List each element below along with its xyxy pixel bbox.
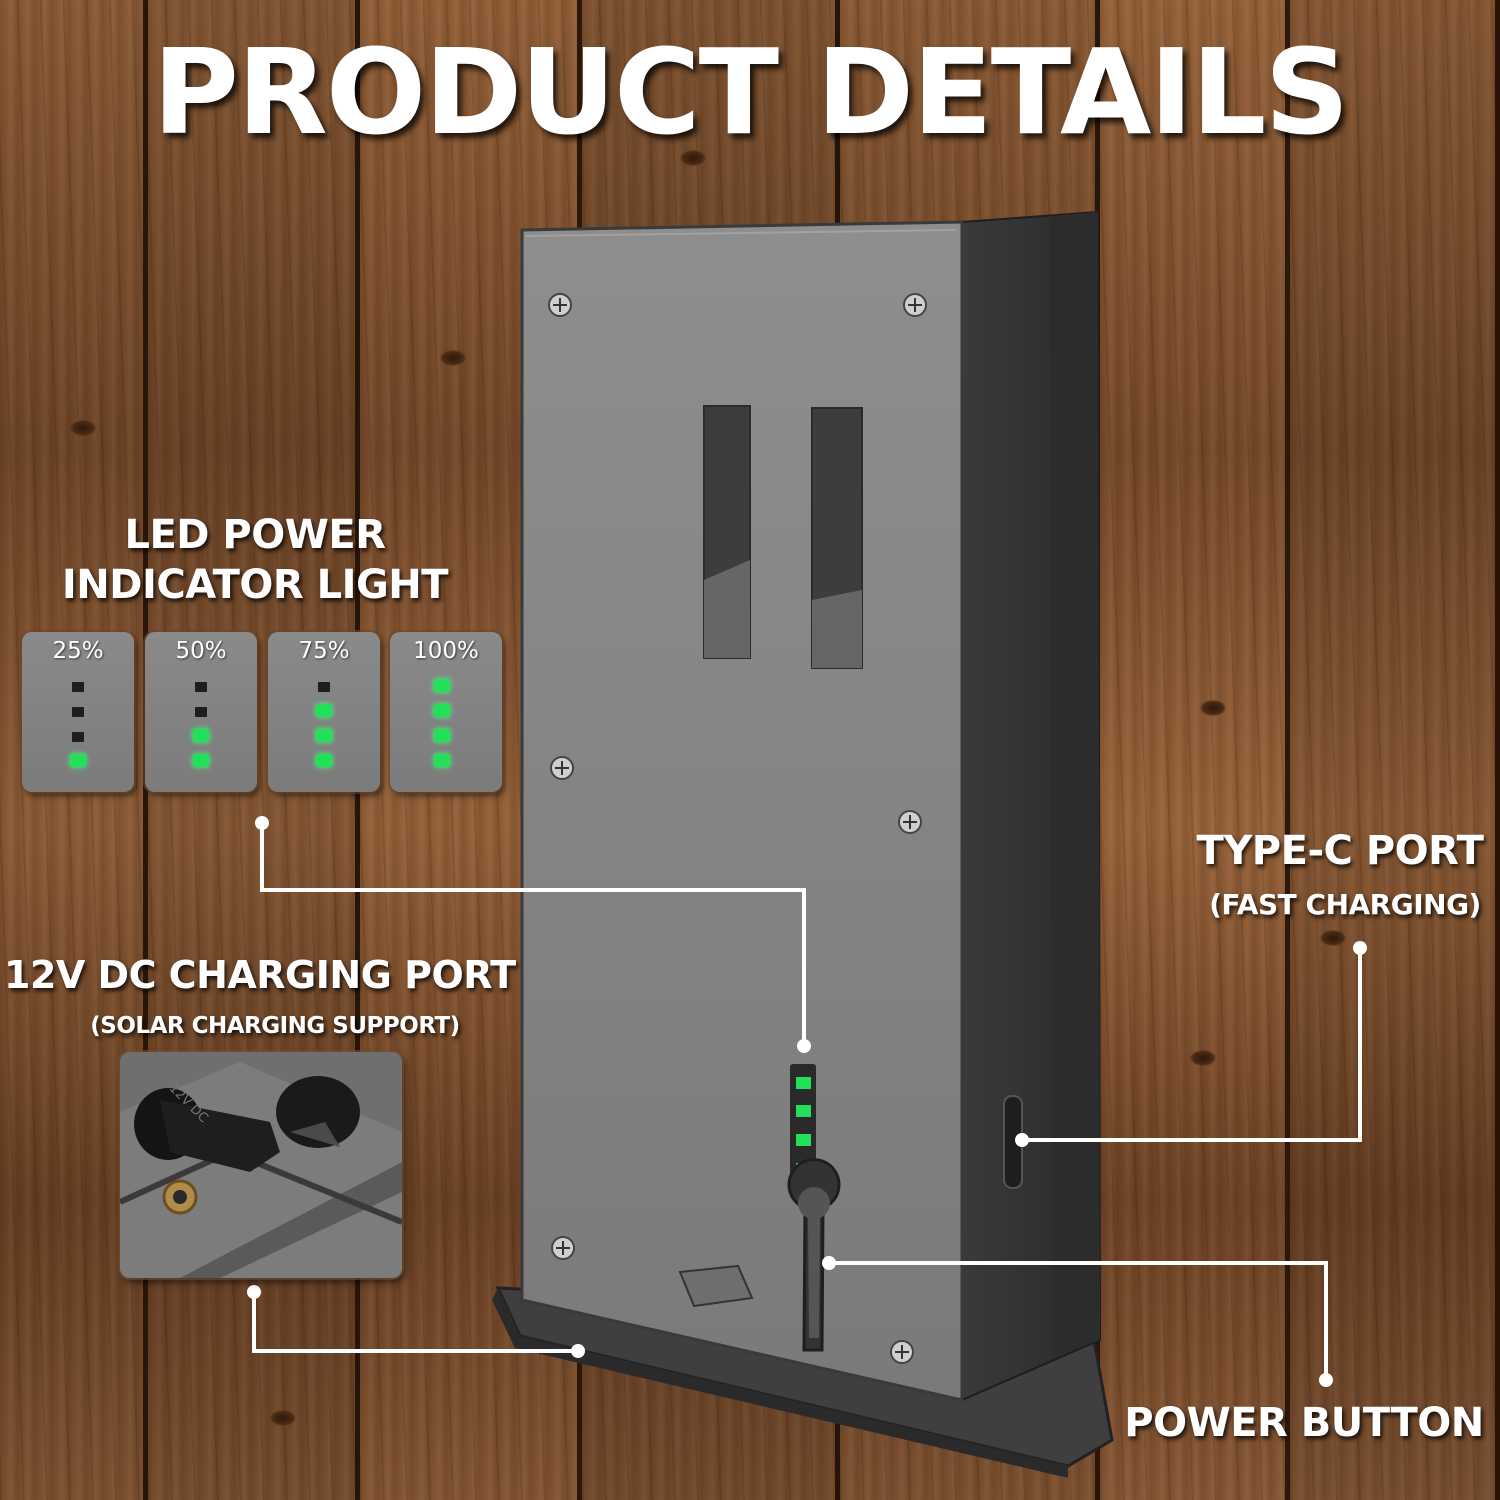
indicator-card-75: 75% bbox=[268, 632, 380, 792]
led-dot bbox=[72, 682, 84, 692]
wood-knot bbox=[680, 150, 706, 166]
dc-port-subtitle: (SOLAR CHARGING SUPPORT) bbox=[90, 1013, 460, 1039]
led-dot-on bbox=[316, 754, 332, 767]
dc-port-photo: 12V DC bbox=[120, 1052, 402, 1278]
type-c-title: TYPE-C PORT bbox=[1196, 828, 1484, 874]
screw-icon bbox=[548, 293, 927, 1364]
wood-plank bbox=[1290, 0, 1500, 1500]
wood-knot bbox=[1320, 930, 1346, 946]
led-section-title: LED POWER INDICATOR LIGHT bbox=[40, 510, 470, 610]
mounting-slot bbox=[703, 405, 863, 669]
led-dot bbox=[195, 682, 207, 692]
led-dot bbox=[72, 707, 84, 717]
indicator-label: 25% bbox=[52, 638, 104, 664]
dc-port-closeup bbox=[120, 1052, 402, 1278]
wood-knot bbox=[1190, 1050, 1216, 1066]
wood-knot bbox=[270, 1410, 296, 1426]
indicator-card-100: 100% bbox=[390, 632, 502, 792]
led-title-line2: INDICATOR LIGHT bbox=[61, 562, 449, 608]
wood-plank bbox=[1100, 0, 1290, 1500]
led-dot bbox=[195, 707, 207, 717]
indicator-card-50: 50% bbox=[145, 632, 257, 792]
power-button-title: POWER BUTTON bbox=[1124, 1400, 1484, 1446]
dc-port-title: 12V DC CHARGING PORT bbox=[4, 953, 516, 997]
led-dot-on bbox=[316, 704, 332, 717]
led-title-line1: LED POWER bbox=[124, 512, 386, 558]
led-dot-on bbox=[193, 729, 209, 742]
page-title: PRODUCT DETAILS bbox=[152, 23, 1350, 161]
indicator-label: 75% bbox=[298, 638, 350, 664]
led-dot bbox=[318, 682, 330, 692]
power-button-icon bbox=[678, 1264, 754, 1308]
indicator-label: 100% bbox=[413, 638, 479, 664]
type-c-subtitle: (FAST CHARGING) bbox=[1209, 888, 1481, 921]
wood-knot bbox=[440, 350, 466, 366]
led-dot-on bbox=[193, 754, 209, 767]
led-dot-on bbox=[434, 754, 450, 767]
wood-knot bbox=[70, 420, 96, 436]
led-dot-on bbox=[70, 754, 86, 767]
led-dot-on bbox=[434, 679, 450, 692]
led-dot-on bbox=[316, 729, 332, 742]
device-keyhole bbox=[787, 1158, 841, 1352]
device-base-edge bbox=[492, 1288, 1068, 1478]
indicator-label: 50% bbox=[175, 638, 227, 664]
device-front bbox=[520, 220, 964, 1402]
led-dot-on bbox=[434, 729, 450, 742]
callout-dots bbox=[247, 816, 1367, 1387]
led-dot bbox=[72, 732, 84, 742]
led-dot-on bbox=[434, 704, 450, 717]
wood-knot bbox=[1200, 700, 1226, 716]
indicator-card-25: 25% bbox=[22, 632, 134, 792]
device-side-rim bbox=[1050, 212, 1100, 1358]
callout-lines bbox=[252, 823, 1362, 1380]
